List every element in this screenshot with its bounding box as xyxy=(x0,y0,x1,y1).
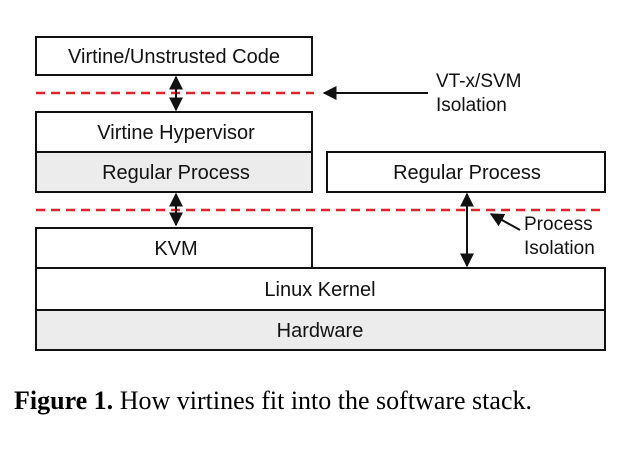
virtine-code-box: Virtine/Unstrusted Code xyxy=(35,36,313,76)
virtine-code-label: Virtine/Unstrusted Code xyxy=(68,46,280,68)
hardware-label: Hardware xyxy=(277,320,364,342)
figure-caption-text: How virtines fit into the software stack… xyxy=(119,386,532,415)
linux-kernel-box: Linux Kernel xyxy=(35,267,606,311)
kvm-label: KVM xyxy=(154,238,197,260)
virtine-hypervisor-box: Virtine Hypervisor xyxy=(35,111,313,153)
virtine-hypervisor-rect xyxy=(35,111,313,153)
linux-kernel-label: Linux Kernel xyxy=(264,279,375,301)
regular-process-left-box: Regular Process xyxy=(35,151,313,193)
process-pointer-arrow xyxy=(489,213,521,231)
virtine-hypervisor-label: Virtine Hypervisor xyxy=(97,122,255,144)
process-annotation-line1: Process xyxy=(524,214,593,235)
regular-process-right-box: Regular Process xyxy=(326,151,606,193)
vtx-annotation-line1: VT-x/SVM xyxy=(436,71,522,92)
regular-process-left-label: Regular Process xyxy=(102,162,250,184)
kvm-rect xyxy=(35,227,313,269)
figure-caption: Figure 1. How virtines fit into the soft… xyxy=(14,386,634,416)
software-stack-diagram: Virtine/Unstrusted Code Virtine Hypervis… xyxy=(35,36,606,351)
vtx-annotation-line2: Isolation xyxy=(436,95,507,116)
regular-process-left-rect xyxy=(35,151,313,193)
process-annotation-line2: Isolation xyxy=(524,238,595,259)
hardware-rect xyxy=(35,309,606,351)
regular-process-right-label: Regular Process xyxy=(393,162,541,184)
figure-caption-label: Figure 1. xyxy=(14,386,114,415)
regular-process-right-rect xyxy=(326,151,606,193)
kvm-box: KVM xyxy=(35,227,313,269)
virtine-code-rect xyxy=(35,36,313,76)
hardware-box: Hardware xyxy=(35,309,606,351)
